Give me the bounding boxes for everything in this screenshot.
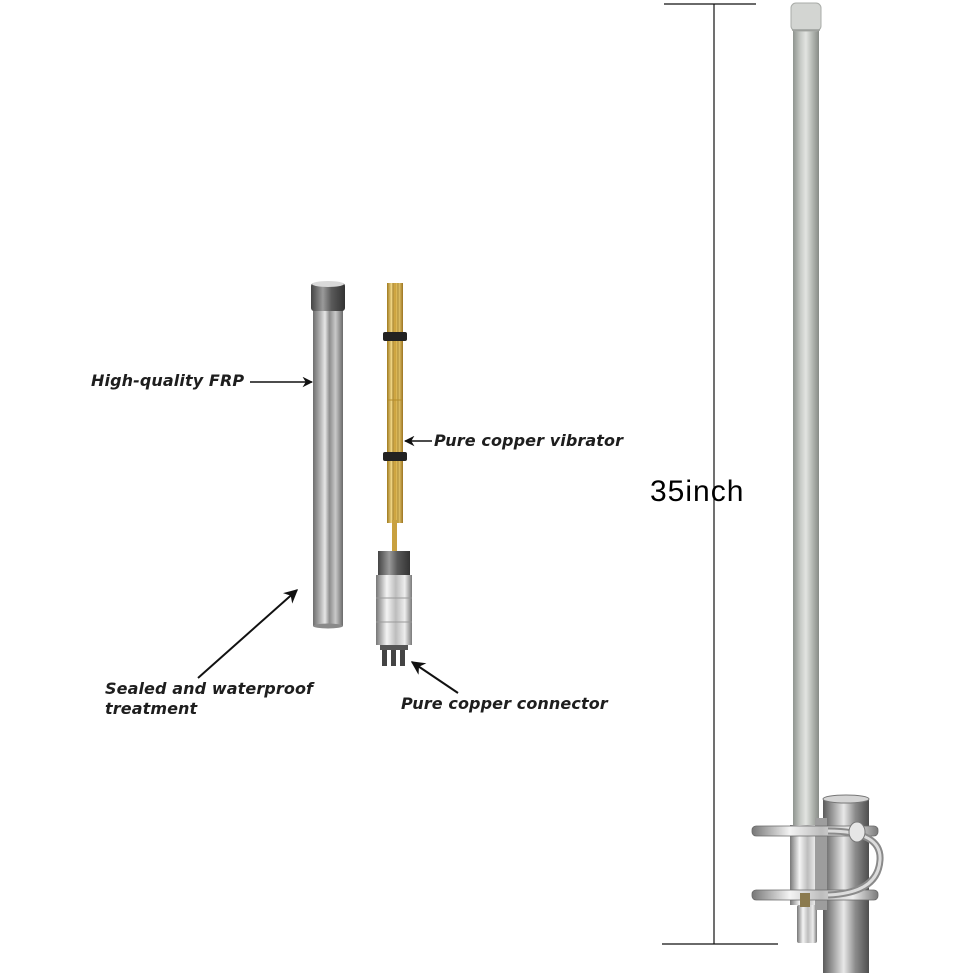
copper-connector bbox=[376, 551, 412, 666]
sealed-label-line2: treatment bbox=[105, 699, 198, 718]
assembled-antenna bbox=[751, 2, 884, 973]
vibrator-label: Pure copper vibrator bbox=[434, 431, 624, 450]
sealed-label: Sealed and waterproof treatment bbox=[105, 679, 313, 719]
frp-tube bbox=[311, 281, 345, 629]
sealed-label-line1: Sealed and waterproof bbox=[105, 679, 314, 698]
length-dimension-label: 35inch bbox=[650, 475, 745, 508]
connector-label: Pure copper connector bbox=[401, 694, 608, 713]
frp-label: High-quality FRP bbox=[91, 371, 245, 390]
copper-vibrator bbox=[383, 283, 407, 554]
dimension-line bbox=[662, 3, 778, 945]
leader-lines bbox=[197, 376, 459, 694]
